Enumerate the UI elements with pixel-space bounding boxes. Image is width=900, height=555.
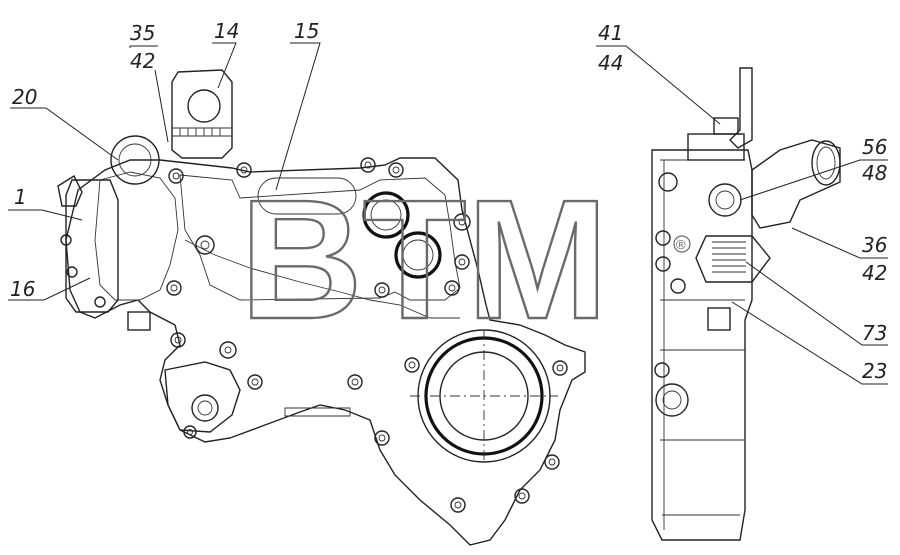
front-view (57, 69, 586, 546)
o-ring-lower (394, 231, 442, 279)
inner-contour (179, 174, 461, 301)
side-port-inner (662, 390, 682, 410)
side-nut-lower (707, 307, 731, 331)
leader-15 (275, 42, 321, 191)
leader-16 (8, 277, 91, 301)
flange-bolt-1 (60, 234, 72, 246)
leader-41 (596, 45, 721, 125)
callout-36: 36 (862, 233, 887, 257)
callout-48: 48 (862, 161, 887, 185)
housing-outline (65, 157, 586, 546)
lower-nut (127, 311, 151, 331)
leader-20 (10, 107, 119, 161)
side-bolt-2 (708, 183, 742, 217)
flange-bolt-3 (94, 296, 106, 308)
leader-35 (129, 45, 169, 143)
side-bolt-3 (655, 230, 671, 246)
flange-bolt-2 (66, 266, 78, 278)
bracket-threads (172, 127, 232, 137)
outlet-pipe-end (811, 140, 841, 186)
upper-bracket (171, 69, 233, 159)
inner-contour-3 (94, 171, 179, 301)
side-body (651, 149, 753, 541)
lug-ridge (284, 407, 351, 417)
outlet-body (57, 174, 83, 207)
side-bolt-1 (658, 172, 678, 192)
housing-bolts (166, 157, 568, 513)
side-bolt-5 (670, 278, 686, 294)
top-nut (713, 117, 739, 135)
outlet-ring (110, 135, 160, 185)
side-port (655, 383, 689, 417)
callout-41: 41 (598, 21, 623, 45)
callout-23: 23 (862, 359, 887, 383)
pump-centerline (410, 330, 558, 462)
callout-44: 44 (598, 51, 623, 75)
lug-hole-inner (197, 400, 213, 416)
o-ring-upper-inner (370, 199, 402, 231)
inner-contour-2 (184, 239, 460, 319)
outlet-pipe (751, 139, 841, 229)
top-boss (687, 133, 745, 161)
callout-42-right: 42 (862, 261, 887, 285)
leader-56 (739, 159, 888, 201)
outlet-ring-inner (118, 143, 152, 177)
thermostat-coil (712, 241, 746, 273)
callout-42-left: 42 (130, 49, 155, 73)
o-ring-upper (362, 191, 410, 239)
leader-23 (731, 301, 888, 385)
callout-35: 35 (130, 21, 155, 45)
lifting-hook (729, 67, 753, 149)
side-bolt-2-inner (715, 190, 735, 210)
side-view (651, 67, 841, 541)
side-inner-wall (660, 159, 745, 516)
callout-14: 14 (214, 19, 239, 43)
callout-56: 56 (862, 135, 887, 159)
leader-lines (8, 42, 888, 385)
registered-mark: ® (676, 237, 686, 252)
leader-36 (791, 227, 888, 259)
callouts: 1 16 20 35 42 14 15 41 44 56 48 36 42 73… (10, 19, 887, 383)
leader-14 (212, 42, 237, 89)
side-bolt-6 (654, 362, 670, 378)
lug-hole (191, 394, 219, 422)
watermark-text: BTM (240, 165, 608, 355)
side-bolt-4 (655, 256, 671, 272)
mounting-lug (164, 361, 241, 433)
leader-1 (8, 209, 83, 221)
leader-73 (745, 261, 888, 346)
callout-20: 20 (12, 85, 37, 109)
callout-15: 15 (294, 19, 319, 43)
bracket-hole (187, 89, 221, 123)
callout-16: 16 (10, 277, 35, 301)
outlet-pipe-end-inner (816, 146, 836, 180)
outlet-flange (65, 179, 119, 313)
callout-73: 73 (862, 321, 887, 345)
watermark: BTM ® (239, 164, 691, 356)
o-ring-lower-inner (402, 239, 434, 271)
thermostat-body (695, 235, 771, 283)
registered-circle (673, 235, 691, 253)
boss-plate (257, 177, 357, 215)
callout-1: 1 (14, 185, 27, 209)
